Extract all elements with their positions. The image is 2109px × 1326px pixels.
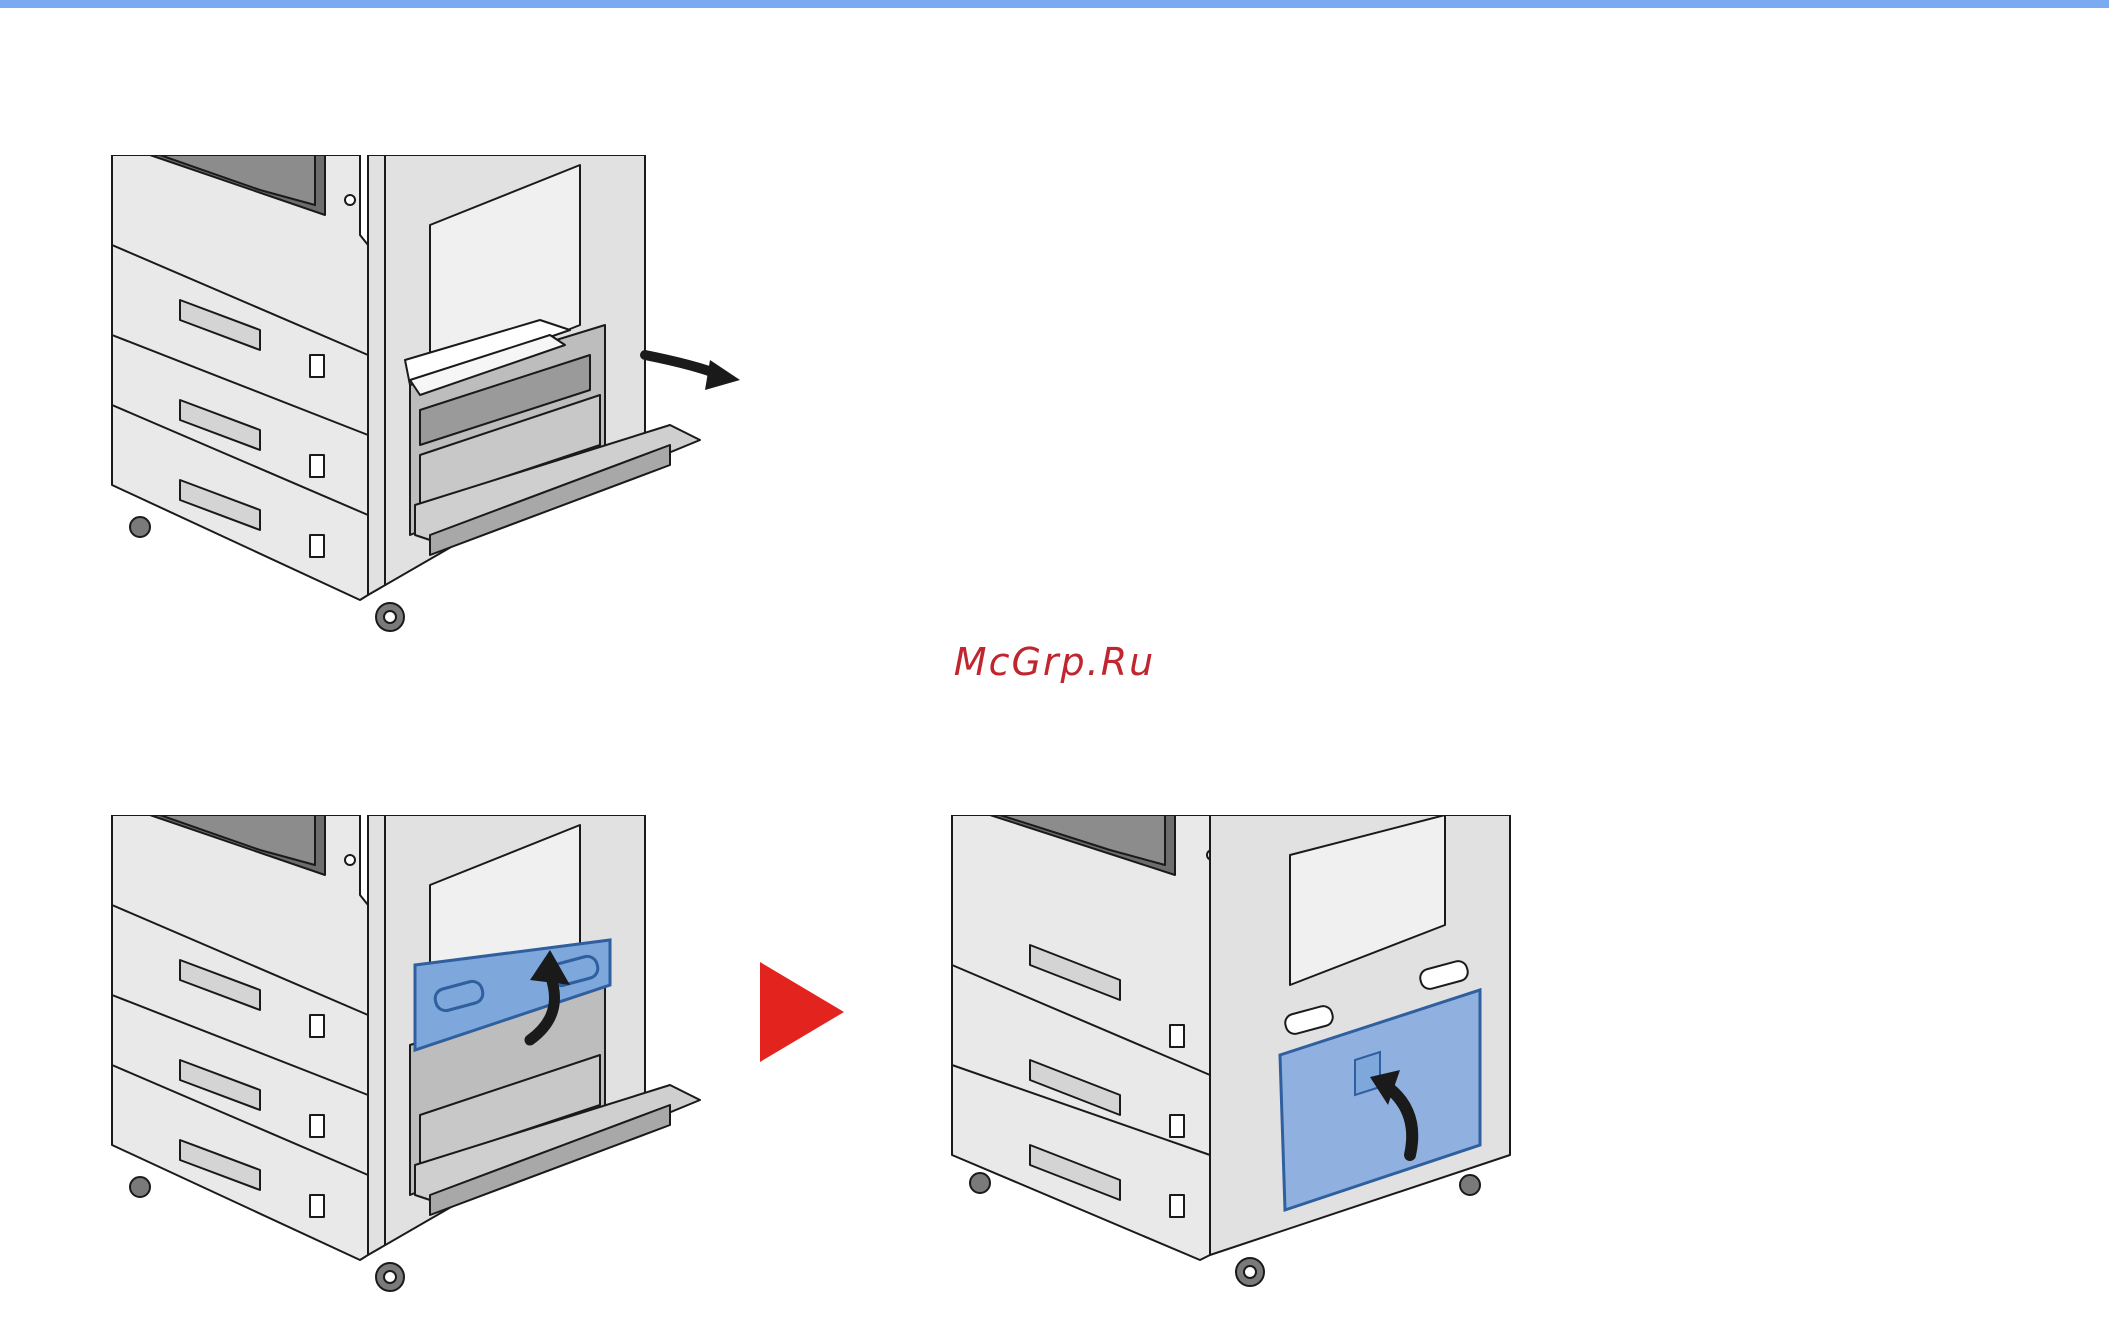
figure-close-right-cover (950, 815, 1550, 1305)
watermark-text: McGrp.Ru (0, 640, 2109, 684)
top-accent-bar (0, 0, 2109, 8)
figure-close-inner-cover (110, 815, 750, 1305)
figure-remove-jammed-paper (110, 155, 750, 645)
paper-pull-arrow-icon (645, 355, 740, 390)
next-step-arrow-icon (760, 962, 844, 1062)
